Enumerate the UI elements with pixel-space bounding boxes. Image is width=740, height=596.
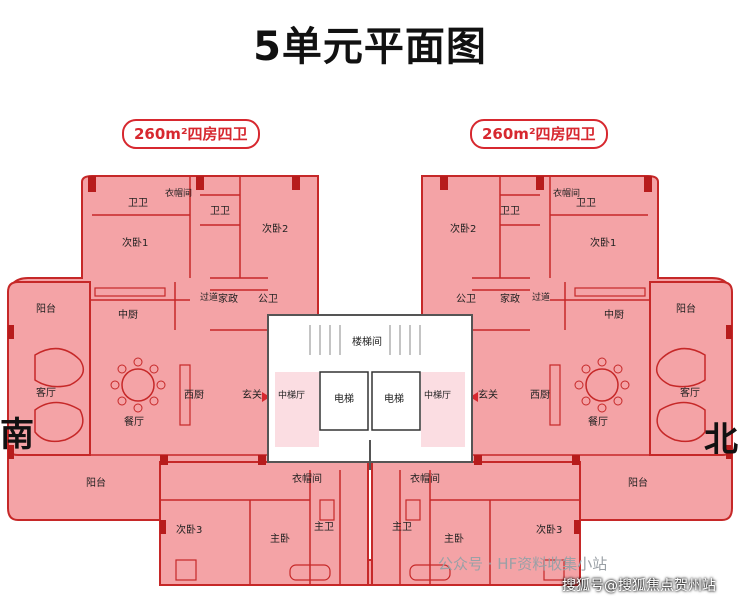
right-label-walkin: 衣帽间 — [410, 472, 440, 485]
right-label-family: 家政 — [500, 292, 520, 305]
lobby-right-box — [421, 372, 465, 447]
left-label-balcony-top: 阳台 — [36, 302, 56, 315]
right-label-bath-c: 公卫 — [456, 294, 476, 305]
left-dining-table — [110, 357, 166, 413]
left-label-kitchen-cn: 中厨 — [118, 308, 138, 321]
left-label-master-bath: 主卫 — [314, 521, 334, 533]
right-label-master-bath: 主卫 — [392, 521, 412, 533]
left-label-corridor: 过道 — [200, 291, 218, 303]
right-label-balcony-top: 阳台 — [676, 302, 696, 315]
core — [267, 314, 473, 470]
core-labels: 楼梯间 电梯 电梯 中梯厅 中梯厅 — [278, 335, 451, 405]
right-dining-table — [574, 357, 630, 413]
right-label-master: 主卧 — [444, 532, 464, 545]
left-label-closet: 衣帽间 — [165, 187, 192, 199]
right-unit-badge: 260m²四房四卫 — [470, 119, 608, 149]
core-label-lobby-right: 中梯厅 — [424, 389, 451, 401]
lobby-left-box — [275, 372, 319, 447]
right-label-living: 客厅 — [680, 386, 700, 399]
right-label-dining: 餐厅 — [588, 415, 608, 428]
right-bath-fixtures — [405, 499, 565, 581]
left-label-family: 家政 — [218, 292, 238, 305]
right-counters — [549, 287, 646, 426]
core-label-elevator2: 电梯 — [384, 392, 404, 405]
left-label-living: 客厅 — [36, 386, 56, 399]
left-label-bedroom1: 次卧1 — [122, 236, 148, 249]
right-label-balcony-bottom: 阳台 — [628, 476, 648, 489]
left-sofas — [34, 347, 85, 443]
left-label-bath-b: 卫卫 — [210, 206, 230, 217]
right-label-closet: 衣帽间 — [553, 187, 580, 199]
left-unit — [7, 175, 425, 586]
left-label-balcony-bottom: 阳台 — [86, 476, 106, 489]
right-label-bath-a: 卫卫 — [500, 206, 520, 217]
left-label-bath-c: 公卫 — [258, 294, 278, 305]
stair-treads — [309, 325, 421, 355]
right-wall-posts — [440, 176, 732, 534]
left-label-entrance: 玄关 — [242, 388, 262, 401]
core-label-lobby-left: 中梯厅 — [278, 389, 305, 401]
left-unit-badge: 260m²四房四卫 — [122, 119, 260, 149]
right-label-bath-b: 卫卫 — [576, 198, 596, 209]
right-label-kitchen-west: 西厨 — [530, 389, 550, 401]
right-label-kitchen-cn: 中厨 — [604, 308, 624, 321]
left-bath-fixtures — [175, 499, 335, 581]
right-room-labels: 卫卫 衣帽间 卫卫 次卧2 次卧1 家政 公卫 过道 阳台 中厨 客厅 餐厅 西… — [392, 187, 700, 545]
core-label-elevator1: 电梯 — [334, 392, 354, 405]
right-bottom-wing — [371, 461, 581, 586]
right-label-bedroom3: 次卧3 — [536, 523, 562, 536]
south-label: 南 — [0, 415, 34, 455]
left-label-kitchen-west: 西厨 — [184, 389, 204, 401]
left-label-bath-a: 卫卫 — [128, 198, 148, 209]
left-label-dining: 餐厅 — [124, 415, 144, 428]
right-sofas — [655, 347, 706, 443]
left-counters — [94, 287, 191, 426]
elevator-1-box — [319, 371, 369, 431]
left-bottom-wing — [159, 461, 369, 586]
left-entrance-arrow — [262, 392, 270, 402]
core-label-stairs: 楼梯间 — [352, 335, 382, 348]
elevator-2-box — [371, 371, 421, 431]
sohu-watermark: 搜狐号@搜狐焦点贺州站 — [562, 578, 716, 594]
right-interior-walls — [399, 176, 650, 585]
left-label-bedroom2: 次卧2 — [262, 222, 288, 235]
right-label-bedroom2: 次卧2 — [450, 222, 476, 235]
right-entrance-arrow — [470, 392, 478, 402]
left-room-labels: 卫卫 衣帽间 卫卫 次卧2 次卧1 家政 公卫 过道 阳台 中厨 客厅 餐厅 西… — [36, 187, 334, 545]
right-unit — [371, 175, 733, 586]
left-label-walkin: 衣帽间 — [292, 472, 322, 485]
wechat-watermark: 公众号 · HF资料收集小站 — [438, 555, 608, 573]
right-label-entrance: 玄关 — [478, 388, 498, 401]
left-interior-walls — [90, 176, 341, 585]
right-label-bedroom1: 次卧1 — [590, 236, 616, 249]
right-label-corridor: 过道 — [532, 291, 550, 303]
north-label: 北 — [704, 420, 738, 460]
left-label-master: 主卧 — [270, 532, 290, 545]
page-title: 5单元平面图 — [253, 24, 487, 70]
left-wall-posts — [8, 176, 300, 534]
left-label-bedroom3: 次卧3 — [176, 523, 202, 536]
